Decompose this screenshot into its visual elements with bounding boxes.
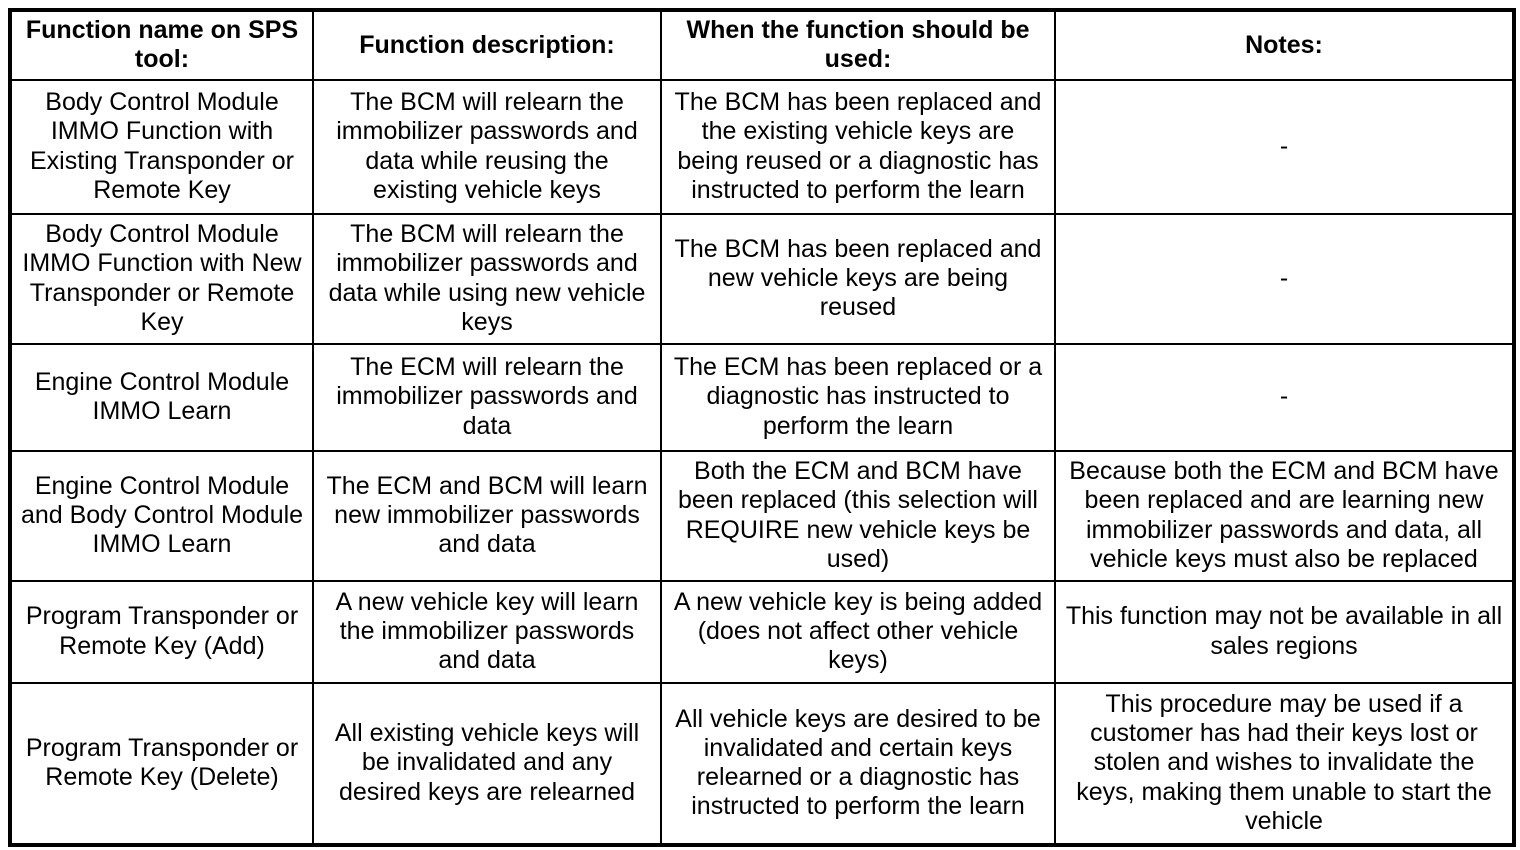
column-header-when-used: When the function should be used: (660, 9, 1056, 81)
cell-when-used: A new vehicle key is being added (does n… (660, 579, 1056, 684)
column-header-function-description: Function description: (312, 9, 662, 81)
cell-notes-text: - (1279, 382, 1289, 411)
cell-function-description: All existing vehicle keys will be invali… (312, 681, 662, 846)
cell-notes: - (1054, 78, 1515, 215)
cell-function-description-text: The ECM and BCM will learn new immobiliz… (326, 471, 648, 559)
cell-function-name-text: Engine Control Module IMMO Learn (34, 367, 290, 425)
cell-notes-text: - (1279, 263, 1289, 292)
cell-notes: This function may not be available in al… (1054, 579, 1515, 684)
table-row: Engine Control Module IMMO Learn The ECM… (9, 342, 1515, 452)
cell-function-name: Body Control Module IMMO Function with N… (9, 212, 314, 345)
table-row: Program Transponder or Remote Key (Add) … (9, 579, 1515, 684)
cell-when-used-text: The BCM has been replaced and the existi… (674, 88, 1042, 204)
cell-notes-text: This procedure may be used if a customer… (1076, 689, 1492, 835)
table-row: Body Control Module IMMO Function with E… (9, 78, 1515, 215)
cell-function-name-text: Program Transponder or Remote Key (Add) (25, 602, 299, 660)
column-header-function-description-label: Function description: (359, 30, 615, 59)
cell-when-used: Both the ECM and BCM have been replaced … (660, 449, 1056, 582)
cell-function-description: The ECM and BCM will learn new immobiliz… (312, 449, 662, 582)
table-header: Function name on SPS tool: Function desc… (9, 9, 1515, 81)
cell-notes: - (1054, 342, 1515, 452)
cell-when-used: The ECM has been replaced or a diagnosti… (660, 342, 1056, 452)
cell-function-description: A new vehicle key will learn the immobil… (312, 579, 662, 684)
cell-function-description-text: The BCM will relearn the immobilizer pas… (336, 88, 638, 204)
cell-notes: This procedure may be used if a customer… (1054, 681, 1515, 846)
table-row: Program Transponder or Remote Key (Delet… (9, 681, 1515, 846)
cell-function-name: Engine Control Module and Body Control M… (9, 449, 314, 582)
column-header-function-name: Function name on SPS tool: (9, 9, 314, 81)
cell-notes-text: - (1279, 131, 1289, 160)
cell-when-used-text: The BCM has been replaced and new vehicl… (674, 234, 1042, 322)
cell-when-used-text: All vehicle keys are desired to be inval… (675, 704, 1041, 821)
sps-function-table: Function name on SPS tool: Function desc… (8, 8, 1516, 847)
cell-function-description-text: All existing vehicle keys will be invali… (334, 719, 640, 806)
table-row: Body Control Module IMMO Function with N… (9, 212, 1515, 345)
cell-function-name-text: Body Control Module IMMO Function with E… (29, 88, 295, 204)
column-header-when-used-label: When the function should be used: (686, 16, 1030, 74)
cell-notes-text: This function may not be available in al… (1065, 602, 1503, 660)
cell-when-used: The BCM has been replaced and new vehicl… (660, 212, 1056, 345)
cell-function-description: The BCM will relearn the immobilizer pas… (312, 212, 662, 345)
cell-when-used-text: Both the ECM and BCM have been replaced … (678, 457, 1038, 573)
cell-when-used: All vehicle keys are desired to be inval… (660, 681, 1056, 846)
cell-notes: Because both the ECM and BCM have been r… (1054, 449, 1515, 582)
cell-function-description-text: A new vehicle key will learn the immobil… (335, 587, 639, 675)
column-header-notes: Notes: (1054, 9, 1515, 81)
cell-function-name: Program Transponder or Remote Key (Add) (9, 579, 314, 684)
cell-notes-text: Because both the ECM and BCM have been r… (1069, 457, 1499, 573)
cell-function-name-text: Body Control Module IMMO Function with N… (22, 220, 302, 336)
cell-function-description-text: The BCM will relearn the immobilizer pas… (328, 220, 646, 336)
table-header-row: Function name on SPS tool: Function desc… (9, 9, 1515, 81)
table-row: Engine Control Module and Body Control M… (9, 449, 1515, 582)
cell-function-description: The BCM will relearn the immobilizer pas… (312, 78, 662, 215)
cell-function-description-text: The ECM will relearn the immobilizer pas… (336, 353, 638, 440)
cell-function-name: Engine Control Module IMMO Learn (9, 342, 314, 452)
cell-function-name-text: Program Transponder or Remote Key (Delet… (25, 733, 299, 791)
cell-function-name: Program Transponder or Remote Key (Delet… (9, 681, 314, 846)
cell-notes: - (1054, 212, 1515, 345)
cell-when-used-text: The ECM has been replaced or a diagnosti… (673, 353, 1043, 440)
column-header-function-name-label: Function name on SPS tool: (25, 16, 299, 74)
column-header-notes-label: Notes: (1245, 30, 1323, 59)
table-body: Body Control Module IMMO Function with E… (9, 78, 1515, 846)
cell-function-name: Body Control Module IMMO Function with E… (9, 78, 314, 215)
cell-function-description: The ECM will relearn the immobilizer pas… (312, 342, 662, 452)
cell-when-used-text: A new vehicle key is being added (does n… (673, 587, 1043, 675)
cell-when-used: The BCM has been replaced and the existi… (660, 78, 1056, 215)
cell-function-name-text: Engine Control Module and Body Control M… (20, 471, 304, 559)
